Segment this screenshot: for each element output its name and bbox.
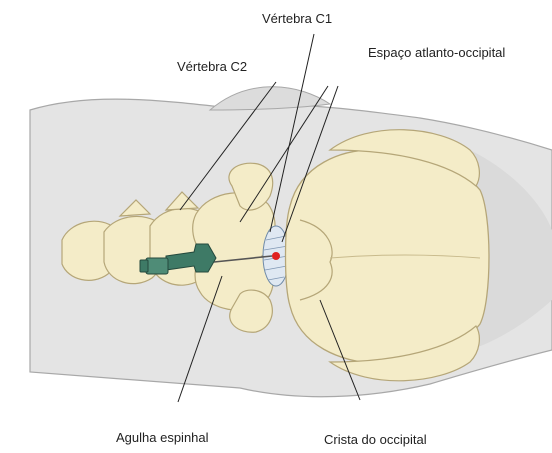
label-vertebra-c2: Vértebra C2 — [177, 60, 247, 73]
label-atlanto-occipital-space: Espaço atlanto-occipital — [368, 46, 505, 59]
label-occipital-crest: Crista do occipital — [324, 433, 427, 446]
needle-cap — [146, 258, 168, 274]
label-spinal-needle: Agulha espinhal — [116, 431, 209, 444]
label-vertebra-c1: Vértebra C1 — [262, 12, 332, 25]
puncture-point — [272, 252, 280, 260]
